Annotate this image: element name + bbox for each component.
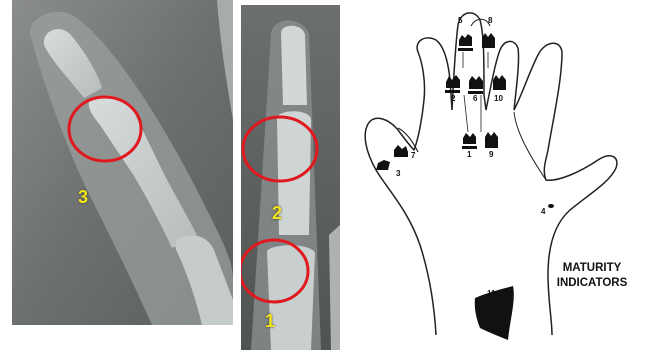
indicator-6-glyph — [469, 76, 483, 89]
diagram-title-line2: INDICATORS — [557, 277, 628, 289]
indicator-3-glyph — [376, 160, 390, 170]
diagram-title-line1: MATURITY — [563, 262, 622, 274]
indicator-label-9: 9 — [489, 150, 494, 159]
indicator-label-2: 2 — [451, 94, 456, 103]
indicator-label-11: 11 — [487, 289, 496, 298]
finger-xray-image: 2 1 — [241, 5, 340, 350]
finger-upper-marker-label: 2 — [272, 203, 282, 224]
indicator-label-3: 3 — [396, 169, 401, 178]
thumb-xray-image: 3 — [12, 0, 233, 325]
finger-annotation-layer — [241, 5, 340, 350]
indicator-label-5: 5 — [458, 16, 463, 25]
indicator-2-base — [445, 90, 460, 93]
thumb-marker-circle — [69, 97, 141, 161]
indicator-9-glyph — [485, 132, 498, 148]
indicator-1-glyph — [463, 133, 476, 144]
finger-lower-marker-label: 1 — [265, 311, 275, 332]
indicator-8-glyph — [482, 33, 495, 48]
indicator-label-7: 7 — [411, 151, 416, 160]
indicator-label-4: 4 — [541, 207, 546, 216]
indicator-5-base — [458, 48, 473, 51]
indicator-7-glyph — [394, 145, 408, 157]
connector-line — [464, 95, 468, 132]
indicator-2-glyph — [446, 75, 460, 88]
indicator-label-10: 10 — [494, 94, 503, 103]
indicator-10-glyph — [493, 75, 506, 90]
thumb-annotation-layer — [12, 0, 233, 325]
thumb-marker-label: 3 — [78, 187, 88, 208]
indicator-label-8: 8 — [488, 16, 493, 25]
indicator-label-6: 6 — [473, 94, 478, 103]
indicator-4-glyph — [548, 204, 554, 208]
palm-crease-line — [514, 112, 546, 180]
finger-lower-marker-circle — [241, 240, 308, 302]
hand-diagram-svg: 5 8 2 6 10 1 9 7 3 4 11 MATURITY INDICAT… — [348, 0, 656, 354]
indicator-label-1: 1 — [467, 150, 472, 159]
maturity-indicators-hand-diagram: 5 8 2 6 10 1 9 7 3 4 11 MATURITY INDICAT… — [348, 0, 656, 354]
indicator-1-base — [462, 146, 477, 149]
finger-upper-marker-circle — [243, 117, 317, 181]
indicator-5-glyph — [459, 34, 472, 46]
